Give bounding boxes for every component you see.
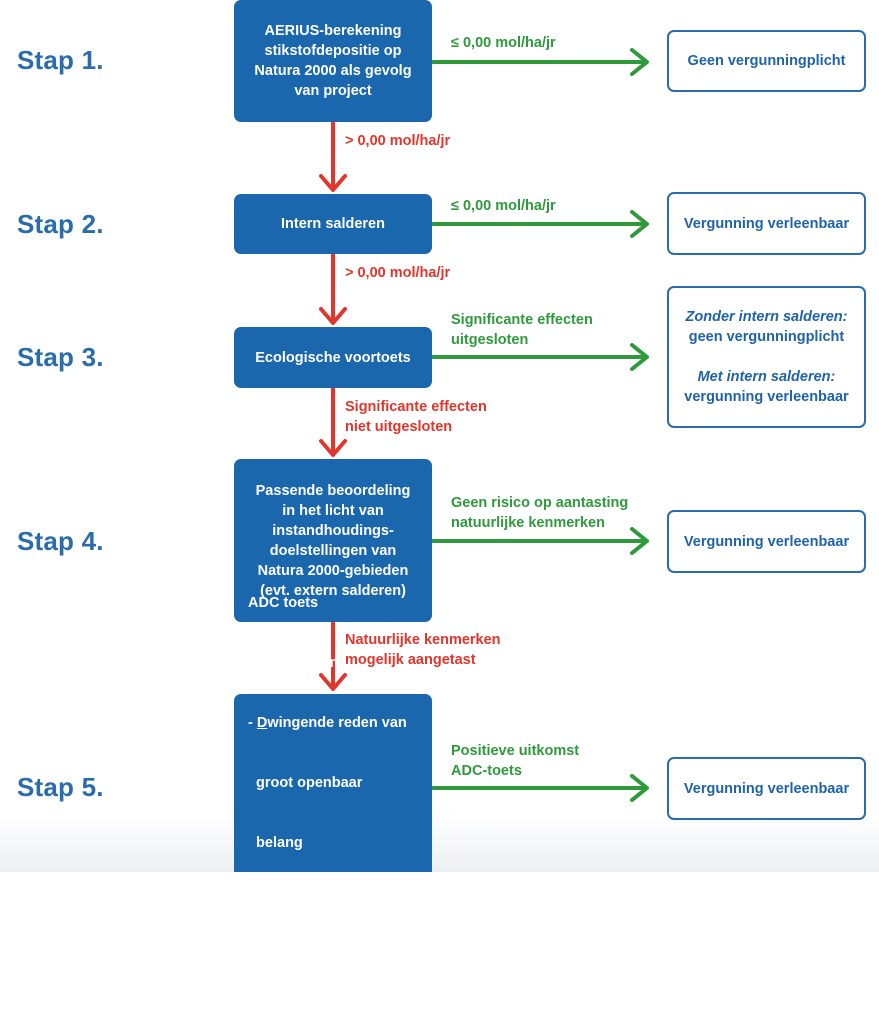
- bottom-shade: [0, 812, 879, 872]
- box-passende-beoordeling: Passende beoordeling in het licht van in…: [234, 459, 432, 622]
- adc-line-5: - Compensatie van: [248, 895, 377, 911]
- green-arrow-4: [431, 527, 649, 555]
- red-label-3: Significante effecten niet uitgesloten: [345, 399, 487, 435]
- outcome-3-body-a: geen vergunningplicht: [688, 329, 845, 345]
- red-arrow-3: [319, 387, 347, 457]
- step-label-1: Stap 1.: [17, 45, 104, 75]
- red-label-4: Natuurlijke kenmerken mogelijk aangetast: [345, 632, 501, 668]
- outcome-vergunning-verleenbaar-5: Vergunning verleenbaar: [667, 757, 866, 820]
- box-aerius-text: AERIUS-berekening stikstofdepositie op N…: [254, 23, 412, 99]
- adc-title: ADC toets: [248, 595, 319, 611]
- outcome-3-content: Zonder intern salderen: geen vergunningp…: [684, 307, 848, 407]
- box-intern-text: Intern salderen: [281, 216, 385, 232]
- green-label-4: Geen risico op aantasting natuurlijke ke…: [451, 495, 629, 531]
- outcome-1-text: Geen vergunningplicht: [687, 53, 846, 69]
- flow-arrows: [319, 48, 649, 802]
- box-passende-text: Passende beoordeling in het licht van in…: [255, 482, 411, 599]
- outcome-4-text: Vergunning verleenbaar: [683, 533, 850, 550]
- outcome-3-head-a: Zonder intern salderen:: [685, 309, 848, 325]
- adc-line-6: Natura 2000: [248, 955, 339, 971]
- green-arrow-3: [431, 343, 649, 371]
- red-label-2: > 0,00 mol/ha/jr: [345, 265, 451, 281]
- red-arrow-1: [319, 121, 347, 192]
- red-arrow-4: [319, 621, 347, 691]
- green-arrow-5: [431, 774, 649, 802]
- box-intern-salderen: Intern salderen: [234, 194, 432, 254]
- box-ecologische-voortoets: Ecologische voortoets: [234, 327, 432, 388]
- box-voortoets-text: Ecologische voortoets: [255, 349, 411, 366]
- box-aerius-berekening: AERIUS-berekening stikstofdepositie op N…: [234, 0, 432, 122]
- outcome-vergunning-verleenbaar-4: Vergunning verleenbaar: [667, 510, 866, 573]
- adc-line-4: belang: [248, 835, 303, 851]
- outcome-2-text: Vergunning verleenbaar: [683, 215, 850, 232]
- green-label-2: ≤ 0,00 mol/ha/jr: [451, 198, 556, 214]
- outcome-3-body-b: vergunning verleenbaar: [684, 389, 849, 405]
- green-arrow-2: [431, 210, 649, 238]
- adc-line-2: - Dwingende reden van: [248, 715, 407, 731]
- step-label-5: Stap 5.: [17, 772, 104, 802]
- green-label-5: Positieve uitkomst ADC-toets: [451, 743, 580, 779]
- outcome-geen-vergunningplicht: Geen vergunningplicht: [667, 30, 866, 92]
- outcome-5-text: Vergunning verleenbaar: [683, 780, 850, 797]
- outcome-3-head-b: Met intern salderen:: [697, 369, 836, 385]
- outcome-voortoets-result: Zonder intern salderen: geen vergunningp…: [667, 286, 866, 428]
- step-label-2: Stap 2.: [17, 209, 104, 239]
- step-label-3: Stap 3.: [17, 342, 104, 372]
- green-label-3: Significante effecten uitgesloten: [451, 312, 593, 348]
- outcome-vergunning-verleenbaar-2: Vergunning verleenbaar: [667, 192, 866, 255]
- red-arrow-2: [319, 253, 347, 325]
- adc-content: ADC toets - Geen Alternatieven - Dwingen…: [248, 553, 407, 1013]
- green-label-1: ≤ 0,00 mol/ha/jr: [451, 35, 556, 51]
- step-label-4: Stap 4.: [17, 526, 104, 556]
- adc-line-3: groot openbaar: [248, 775, 363, 791]
- box-adc-toets: ADC toets - Geen Alternatieven - Dwingen…: [234, 595, 432, 971]
- adc-line-1: - Geen Alternatieven: [248, 655, 389, 671]
- red-label-1: > 0,00 mol/ha/jr: [345, 133, 451, 149]
- green-arrow-1: [431, 48, 649, 76]
